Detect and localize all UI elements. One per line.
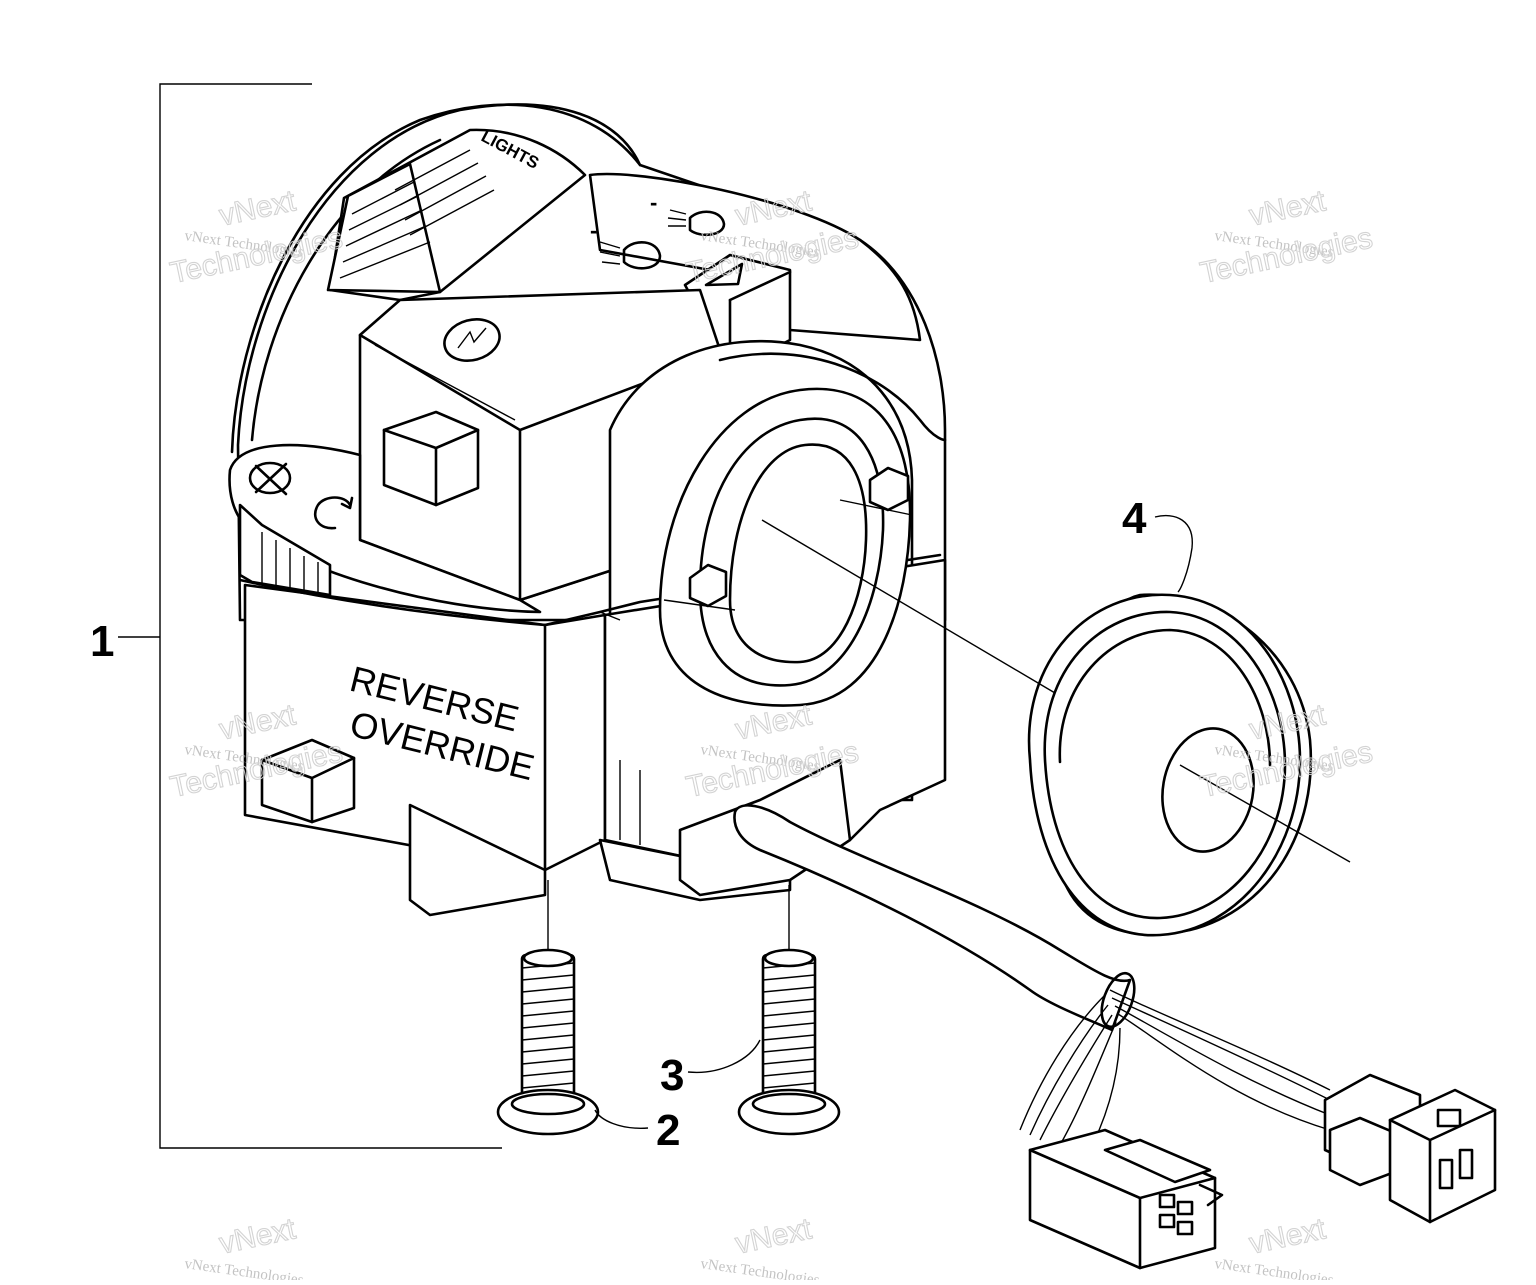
svg-text:vNext Technologies: vNext Technologies bbox=[1213, 1256, 1334, 1280]
handlebar-bore bbox=[658, 387, 913, 707]
grommet bbox=[1027, 593, 1313, 937]
reverse-override-button bbox=[260, 738, 356, 824]
svg-text:vNext Technologies: vNext Technologies bbox=[699, 1256, 820, 1280]
callout-4: 4 bbox=[1122, 494, 1147, 543]
screw-right bbox=[737, 885, 841, 1136]
watermark: vNext Technologies vNext bbox=[183, 1212, 304, 1285]
low-beam-minus: - bbox=[590, 218, 597, 243]
watermark: vNext Technologies vNext Technologies bbox=[1197, 184, 1376, 291]
connector-male bbox=[1028, 1128, 1224, 1270]
callout-2: 2 bbox=[656, 1106, 680, 1155]
low-beam-icon: - bbox=[590, 218, 662, 270]
svg-text:vNext: vNext bbox=[1246, 184, 1329, 232]
reset-arrow-icon bbox=[313, 496, 354, 530]
callout-1: 1 bbox=[90, 617, 114, 666]
assembly-bracket bbox=[118, 83, 502, 1149]
start-icon bbox=[443, 318, 501, 362]
screw-left bbox=[496, 880, 600, 1136]
svg-text:vNext: vNext bbox=[1246, 1212, 1329, 1260]
leader-lines bbox=[594, 514, 1351, 1129]
svg-text:vNext Technologies: vNext Technologies bbox=[183, 1256, 304, 1280]
high-beam-icon: - bbox=[650, 190, 726, 237]
callout-3: 3 bbox=[660, 1051, 684, 1100]
switch-lower-body: REVERSE OVERRIDE bbox=[238, 553, 947, 917]
connector-female bbox=[1323, 1073, 1497, 1224]
svg-text:vNext: vNext bbox=[216, 184, 299, 232]
watermark: vNext Technologies vNext bbox=[699, 1212, 820, 1285]
watermark: vNext Technologies vNext Technologies bbox=[167, 184, 346, 291]
kill-switch-icon bbox=[248, 461, 292, 496]
rocker-ridges bbox=[339, 149, 495, 279]
high-beam-minus: - bbox=[650, 190, 657, 215]
upper-push-button bbox=[382, 410, 480, 507]
wire-harness bbox=[733, 804, 1331, 1151]
svg-text:vNext: vNext bbox=[732, 1212, 815, 1260]
svg-text:vNext: vNext bbox=[216, 1212, 299, 1260]
watermark: vNext Technologies vNext bbox=[1213, 1212, 1334, 1285]
thumb-grip bbox=[238, 503, 332, 597]
